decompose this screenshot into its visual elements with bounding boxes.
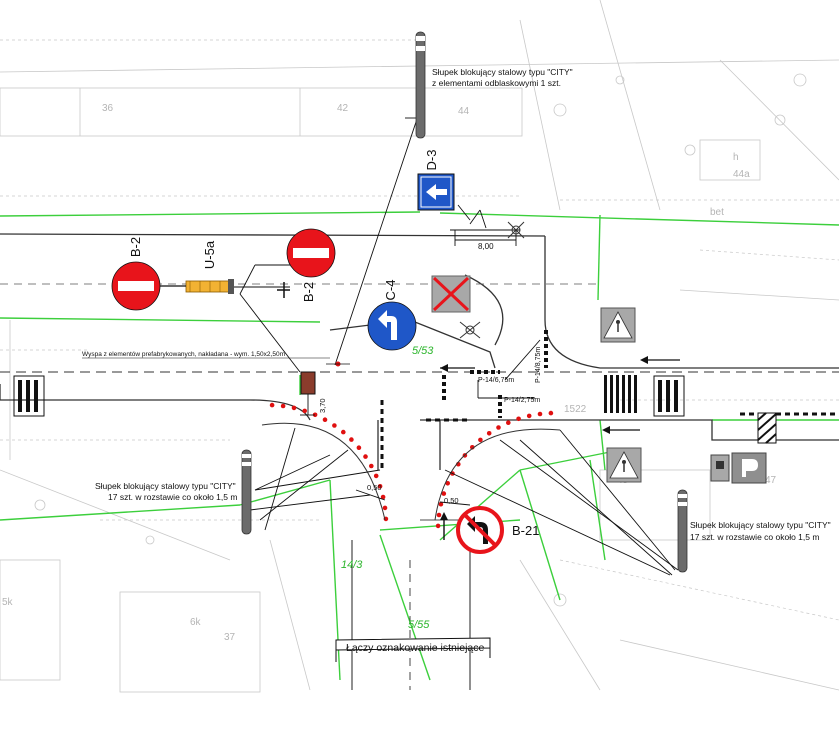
building-outline	[0, 87, 523, 137]
bollard-dot	[496, 425, 501, 430]
building-outline	[699, 139, 761, 181]
map-label: 44	[458, 106, 470, 117]
annotations: Słupek blokujący stalowy typu "CITY" z e…	[82, 67, 831, 662]
bollard-post-top	[415, 31, 426, 139]
sign-pedestrian-crossing-top	[600, 307, 636, 343]
bollard-dot	[322, 417, 328, 423]
bollard-dot	[470, 445, 475, 450]
dim-050-right: 0,50	[444, 496, 459, 505]
bollard-dot	[312, 412, 318, 418]
sign-b2-no-entry-right: B-2	[277, 228, 336, 302]
sign-code-b2-right: B-2	[301, 282, 316, 302]
bollard-dot	[373, 473, 379, 479]
bollard-dot	[516, 416, 521, 422]
sign-code-b21: B-21	[512, 523, 539, 538]
signal-symbol	[459, 221, 525, 339]
marking-p14-b: P-14/8,75m	[535, 347, 542, 383]
map-label: bet	[710, 207, 724, 218]
building-outline	[599, 469, 711, 541]
map-label: 47	[765, 475, 777, 486]
existing-marking-lines	[0, 211, 839, 681]
bollard-dot	[478, 437, 483, 443]
sign-c4-turn-left: C-4	[367, 280, 417, 351]
bollard-post-right	[677, 489, 688, 573]
sign-code-b2-left: B-2	[128, 237, 143, 257]
bollard-dot	[349, 437, 354, 442]
bollard-dot	[382, 505, 388, 511]
bollard-dot	[332, 423, 337, 428]
bollard-dot	[380, 494, 386, 500]
bollard-dot	[280, 403, 286, 409]
bollard-dot	[435, 523, 441, 529]
bollard-dot	[291, 405, 297, 411]
map-label: 5k	[2, 597, 14, 608]
bollard-dot	[436, 512, 442, 518]
marking-p14-a: P-14/6,75m	[478, 377, 514, 384]
bollard-dot	[486, 431, 492, 436]
bollard-arc-left	[269, 402, 389, 522]
bollard-dot	[356, 445, 362, 451]
building-outline	[0, 559, 61, 681]
bollard-post-left	[241, 449, 252, 535]
bollard-dot	[377, 484, 383, 489]
sign-b21-no-left-turn: B-21	[456, 506, 539, 554]
map-label: 44a	[733, 169, 750, 180]
leader-lines	[232, 109, 679, 576]
map-label: 36	[102, 103, 114, 114]
sign-u5a-barrier: U-5a	[160, 240, 234, 294]
bollard-dot	[269, 402, 275, 408]
bollard-left-note-line1: Słupek blokujący stalowy typu "CITY"	[95, 481, 236, 491]
map-label: 42	[337, 103, 349, 114]
ref-143: 14/3	[341, 559, 363, 571]
bollard-right-note-line2: 17 szt. w rozstawie co około 1,5 m	[690, 532, 819, 542]
island-note: Wyspa z elementów prefabrykowanych, nakł…	[82, 351, 285, 358]
bollard-dot	[526, 413, 532, 419]
sign-parking	[710, 452, 767, 484]
dim-800: 8,00	[478, 242, 494, 251]
map-label: h	[733, 152, 739, 163]
map-label: 1522	[564, 404, 587, 415]
sign-pedestrian-crossing-bottom	[606, 447, 642, 483]
bollard-right-note-line1: Słupek blokujący stalowy typu "CITY"	[690, 520, 831, 530]
base-map: 36 42 44 44a h bet 45 47 6k 37 5k 1522	[0, 0, 839, 693]
bollard-dot	[341, 429, 346, 435]
island-prefab	[300, 361, 350, 395]
bollard-dot	[441, 491, 447, 496]
ref-553: 5/53	[412, 345, 434, 357]
bollard-dot	[445, 481, 451, 486]
sign-code-c4: C-4	[383, 280, 398, 301]
map-label: 6k	[190, 617, 202, 628]
marking-p14-c: P-14/2,75m	[504, 397, 540, 404]
bollard-top-note-line2: z elementami odblaskowymi 1 szt.	[432, 78, 561, 88]
pedestrian-crossing	[604, 375, 637, 413]
bollard-dot	[537, 411, 543, 417]
dim-050-left: 0,50	[367, 483, 382, 492]
bollard-dot	[506, 420, 511, 426]
map-label: 37	[224, 632, 236, 643]
sign-code-d3: D-3	[424, 150, 439, 171]
dim-370: 3,70	[318, 398, 327, 413]
bollard-dot	[369, 463, 374, 469]
sign-cancelled	[431, 275, 471, 313]
building-outline	[119, 591, 261, 693]
bollard-dot	[548, 410, 554, 416]
sign-code-u5a: U-5a	[202, 240, 217, 269]
sign-b2-no-entry-left: B-2	[111, 237, 161, 311]
ref-555: 5/55	[408, 619, 430, 631]
bollard-dot	[302, 408, 308, 414]
bollard-top-note-line1: Słupek blokujący stalowy typu "CITY"	[432, 67, 573, 77]
bollard-dot	[363, 454, 368, 459]
sign-d3-one-way: D-3	[417, 150, 455, 211]
road-markings	[13, 330, 839, 540]
join-existing-note: Łączy oznakowanie istniejące	[346, 642, 484, 654]
bollard-dot	[438, 501, 444, 507]
bollard-left-note-line2: 17 szt. w rozstawie co około 1,5 m	[108, 492, 237, 502]
